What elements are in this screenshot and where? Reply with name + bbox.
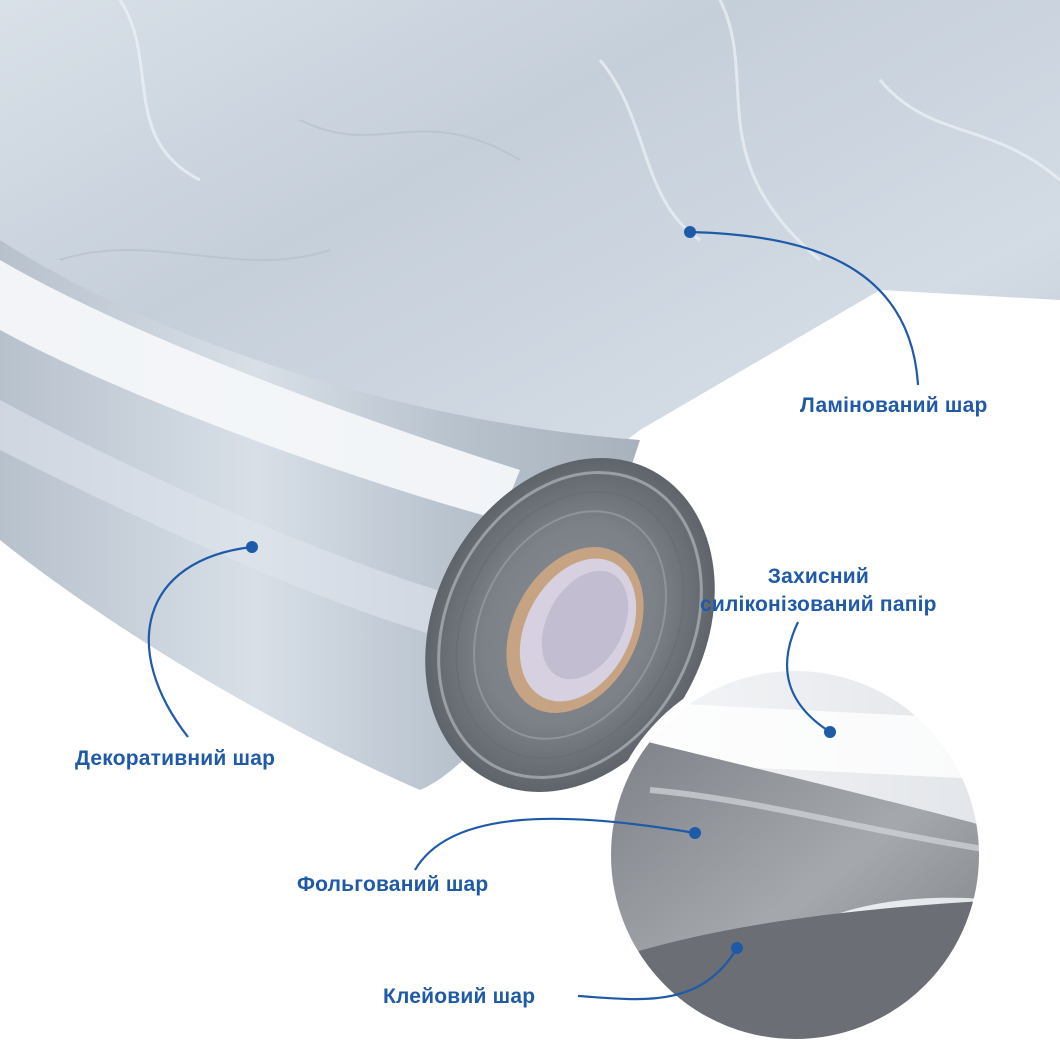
- label-laminated-layer: Ламінований шар: [800, 394, 988, 417]
- leader-dots: [246, 226, 836, 954]
- leader-protective: [786, 621, 831, 733]
- label-adhesive-layer: Клейовий шар: [383, 985, 536, 1008]
- label-protective-line2: силіконізований папір: [700, 593, 937, 616]
- label-protective-paper: Захисний силіконізований папір: [700, 563, 937, 619]
- leader-laminated: [689, 230, 920, 386]
- label-decorative-layer: Декоративний шар: [75, 747, 276, 770]
- leader-decorative: [147, 545, 253, 738]
- label-protective-line1: Захисний: [767, 565, 869, 588]
- leader-lines: [147, 230, 920, 1001]
- marble-veins: [118, 0, 1060, 262]
- label-foil-layer: Фольгований шар: [297, 873, 489, 896]
- leader-foil: [414, 817, 696, 871]
- leader-adhesive: [577, 947, 738, 1001]
- roll-highlight: [0, 260, 520, 520]
